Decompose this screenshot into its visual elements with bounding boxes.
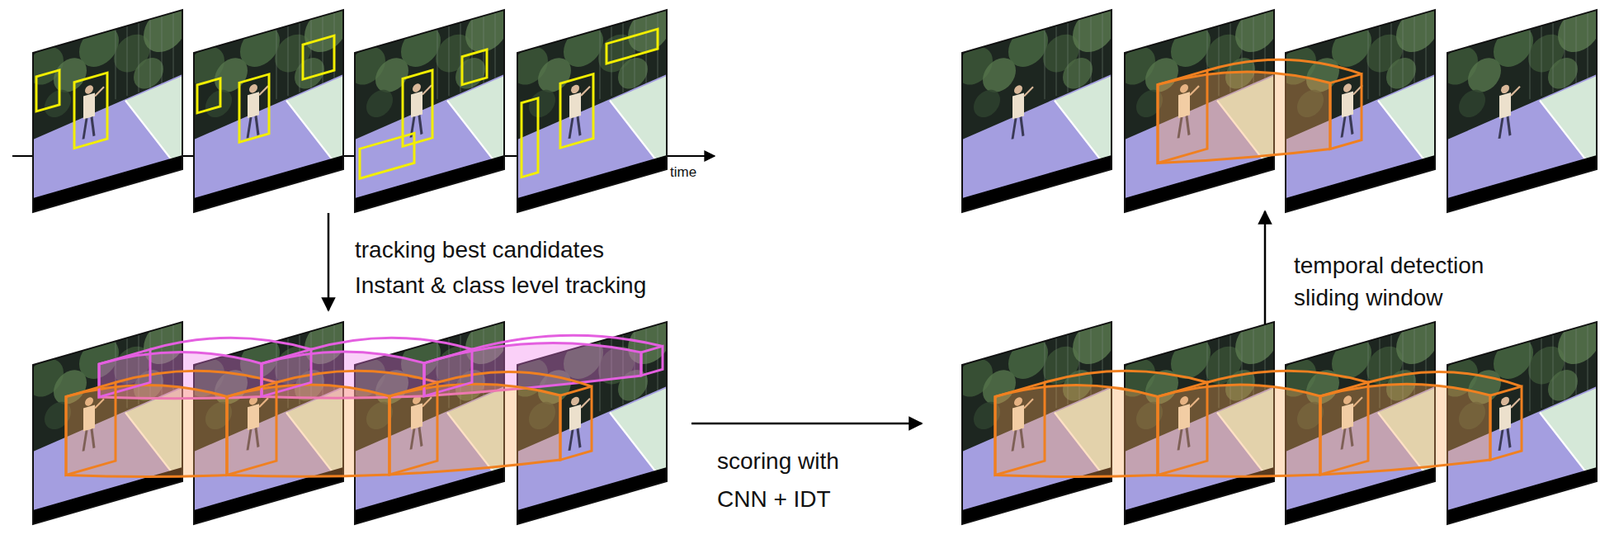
candidate-boxes — [359, 49, 487, 179]
bounding-box — [1157, 382, 1208, 475]
track-tube — [66, 385, 227, 477]
track-tube — [1157, 384, 1321, 477]
frame-content — [1447, 9, 1597, 213]
candidate-boxes — [641, 345, 663, 375]
candidate-boxes — [1320, 382, 1369, 475]
bounding-box — [1320, 382, 1369, 475]
track-tube-edge — [150, 337, 312, 350]
step-label: tracking best candidates — [354, 235, 605, 265]
track-tube — [995, 385, 1158, 477]
bounding-box — [239, 74, 270, 142]
frame-content — [193, 9, 344, 213]
step-label: temporal detection — [1293, 251, 1484, 280]
bounding-box — [74, 72, 108, 148]
track-tube-edge — [1207, 59, 1362, 74]
bounding-box — [261, 349, 312, 397]
candidate-boxes — [197, 35, 335, 155]
candidate-boxes — [1157, 70, 1208, 163]
bounding-box — [424, 349, 472, 397]
bounding-box — [462, 49, 487, 85]
track-tube-edge — [1207, 370, 1369, 383]
candidate-boxes — [1330, 74, 1362, 150]
candidate-boxes — [424, 349, 472, 397]
frame-content — [354, 9, 505, 213]
track-tube — [1157, 71, 1331, 164]
bounding-box — [1157, 70, 1208, 163]
video-frame — [27, 1, 187, 214]
process-arrow — [691, 422, 922, 425]
process-arrow — [327, 212, 331, 311]
bounding-box — [389, 382, 438, 475]
bounding-box — [1490, 386, 1522, 460]
track-tube-edge — [1368, 371, 1522, 387]
step-label: scoring with — [717, 447, 840, 476]
bounding-box — [641, 345, 663, 375]
candidate-boxes — [521, 28, 658, 177]
track-tube — [1320, 383, 1491, 475]
bounding-box — [521, 98, 539, 178]
track-tube-edge — [1044, 370, 1208, 383]
bounding-box — [36, 70, 60, 112]
track-tube-edge — [437, 371, 592, 387]
candidate-boxes — [1490, 386, 1522, 460]
step-label: time — [670, 164, 697, 181]
video-frame — [349, 1, 509, 214]
track-tube-edge — [115, 370, 277, 383]
bounding-box — [197, 78, 221, 114]
frame-content — [517, 9, 667, 213]
video-frame — [188, 1, 348, 214]
candidate-boxes — [36, 56, 108, 160]
track-tube — [226, 384, 390, 477]
candidate-boxes — [99, 349, 151, 397]
video-frame — [1441, 1, 1600, 214]
step-label: CNN + IDT — [717, 485, 831, 514]
bounding-box — [560, 386, 592, 460]
bounding-box — [66, 382, 116, 475]
candidate-boxes — [261, 349, 312, 397]
bounding-box — [606, 28, 658, 64]
frame-content — [962, 9, 1112, 213]
bounding-box — [560, 74, 594, 148]
step-label: sliding window — [1293, 283, 1444, 312]
bounding-box — [226, 382, 277, 475]
track-tube-edge — [471, 335, 663, 350]
track-tube-edge — [311, 337, 472, 350]
candidate-boxes — [226, 382, 277, 475]
bounding-box — [402, 70, 433, 147]
track-tube-edge — [276, 370, 438, 383]
bounding-box — [995, 382, 1045, 475]
bounding-box — [359, 132, 415, 179]
bounding-box — [1330, 74, 1362, 150]
candidate-boxes — [995, 382, 1045, 475]
track-tube — [389, 383, 561, 475]
bounding-box — [302, 35, 335, 80]
candidate-boxes — [66, 382, 116, 475]
candidate-boxes — [560, 386, 592, 460]
process-arrow — [1264, 211, 1267, 325]
bounding-box — [99, 349, 151, 397]
step-label: Instant & class level tracking — [354, 271, 647, 300]
candidate-boxes — [389, 382, 438, 475]
candidate-boxes — [1157, 382, 1208, 475]
frame-content — [33, 9, 183, 213]
video-frame — [511, 1, 671, 214]
video-frame — [956, 1, 1116, 214]
